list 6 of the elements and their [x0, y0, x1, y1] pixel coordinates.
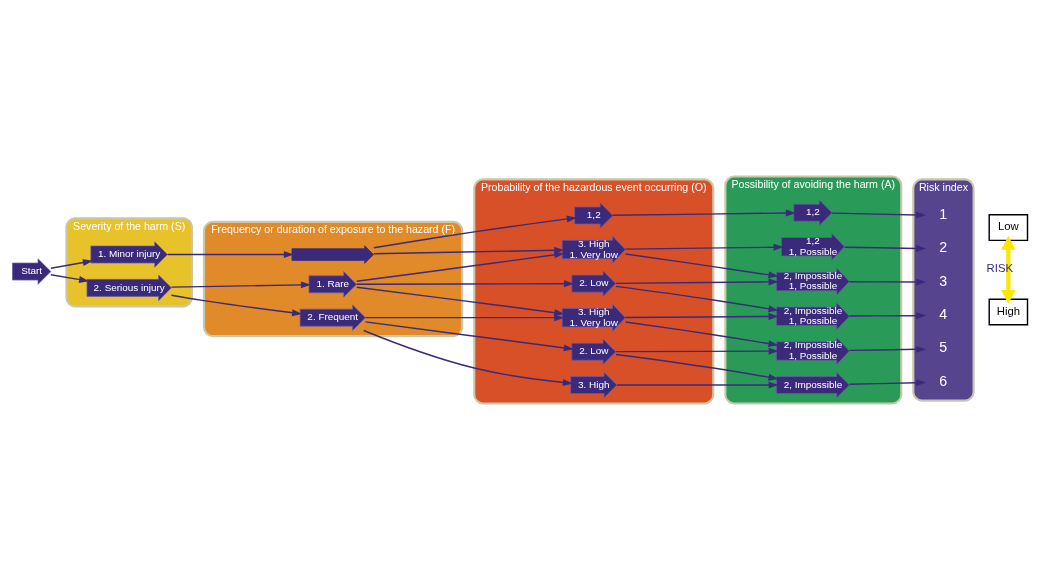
node-text: 1 — [939, 205, 948, 222]
node-text: 2 — [939, 238, 948, 255]
node-text: 3 — [939, 272, 948, 289]
node-text: 6 — [939, 372, 948, 389]
node-text: 5 — [939, 338, 948, 355]
node-text: 4 — [939, 305, 948, 322]
